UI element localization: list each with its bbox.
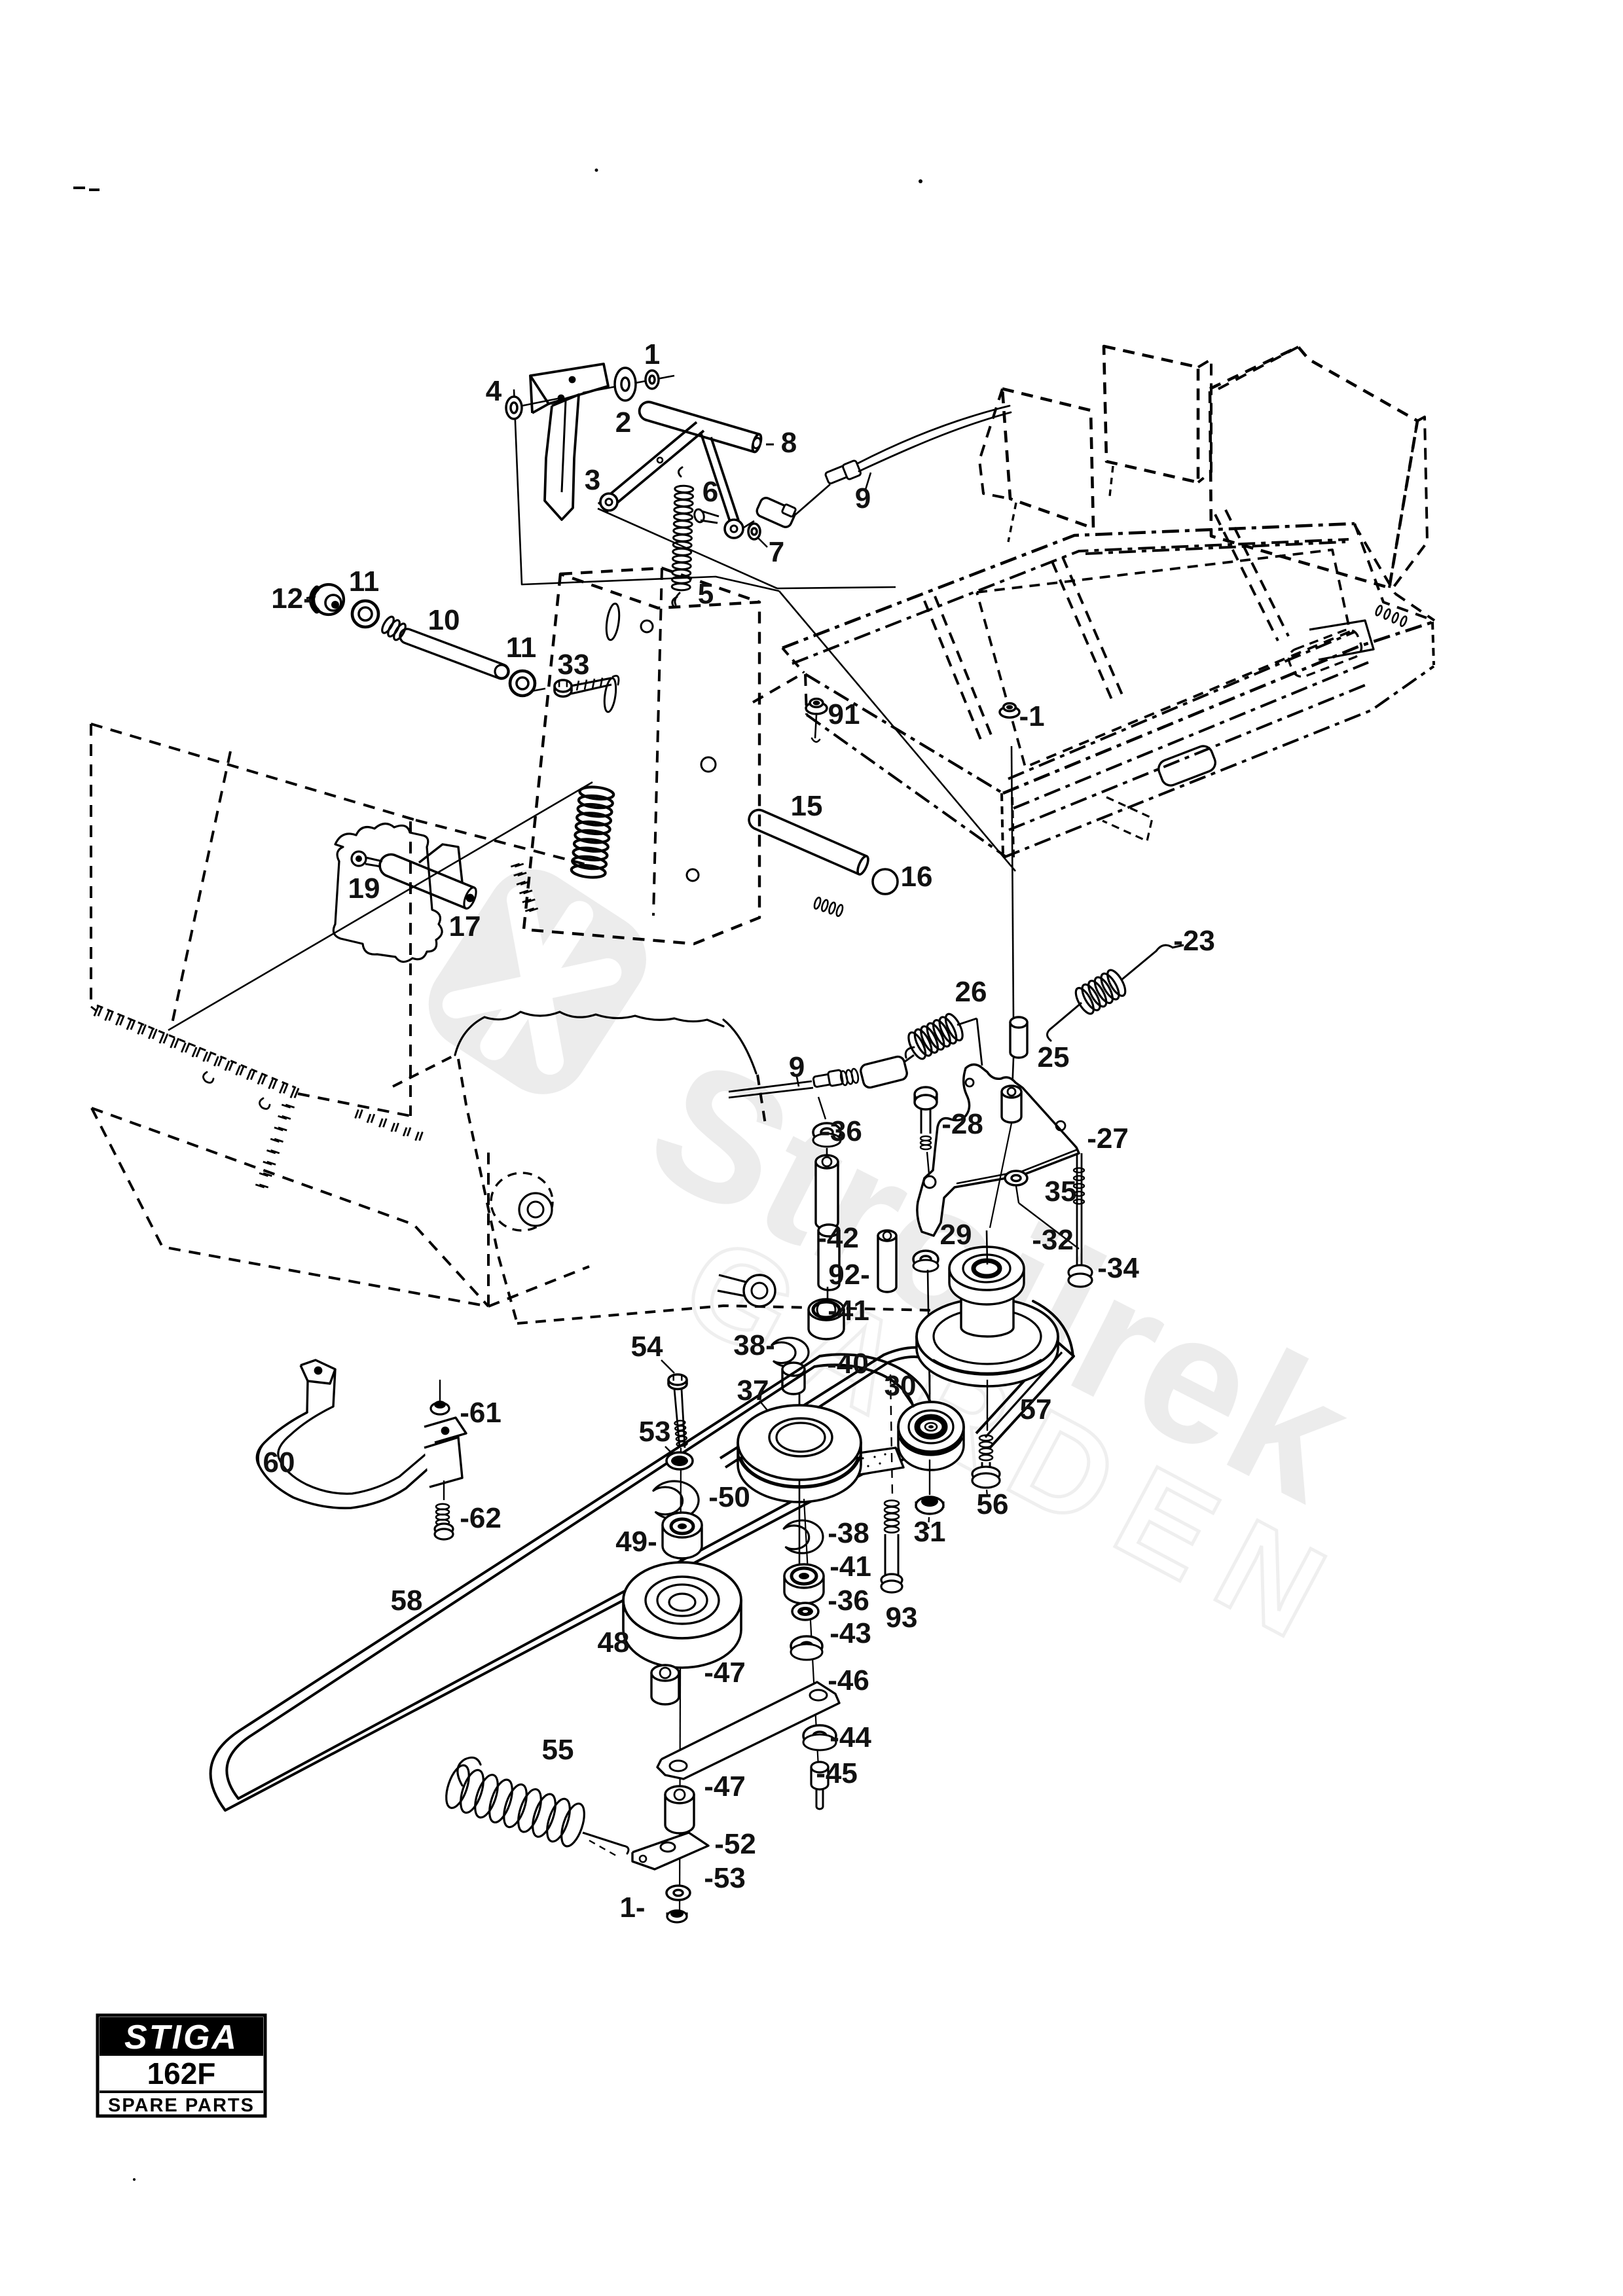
svg-text:1: 1	[644, 338, 660, 370]
svg-text:53: 53	[639, 1416, 671, 1448]
svg-text:91: 91	[828, 698, 860, 730]
svg-text:33: 33	[558, 649, 590, 681]
svg-text:35: 35	[1045, 1175, 1077, 1208]
svg-text:48: 48	[598, 1626, 630, 1659]
svg-text:2: 2	[615, 406, 631, 439]
svg-text:-1: -1	[1019, 700, 1044, 732]
svg-text:-43: -43	[830, 1617, 871, 1649]
svg-text:19: 19	[348, 872, 380, 905]
svg-text:9: 9	[789, 1051, 805, 1083]
svg-text:5: 5	[698, 578, 714, 610]
svg-text:6: 6	[702, 476, 718, 508]
svg-text:4: 4	[486, 375, 502, 407]
svg-text:-44: -44	[830, 1721, 871, 1753]
svg-text:162F: 162F	[147, 2056, 216, 2090]
svg-text:11: 11	[349, 565, 380, 598]
svg-text:-42: -42	[817, 1222, 859, 1254]
svg-text:-41: -41	[830, 1551, 871, 1583]
svg-text:3: 3	[585, 464, 600, 496]
svg-text:-28: -28	[941, 1108, 983, 1140]
svg-text:92-: 92-	[828, 1259, 870, 1291]
svg-text:93: 93	[886, 1602, 918, 1634]
svg-text:30: 30	[884, 1370, 917, 1402]
svg-text:-41: -41	[828, 1295, 869, 1327]
svg-text:37: 37	[737, 1374, 769, 1407]
svg-text:25: 25	[1038, 1041, 1070, 1073]
svg-text:16: 16	[901, 861, 933, 893]
svg-text:55: 55	[542, 1734, 574, 1766]
svg-text:-32: -32	[1032, 1224, 1074, 1256]
svg-text:11: 11	[506, 632, 537, 664]
svg-text:29: 29	[940, 1219, 972, 1251]
svg-text:-40: -40	[827, 1348, 869, 1380]
svg-text:-53: -53	[704, 1862, 746, 1894]
svg-text:7: 7	[769, 536, 784, 568]
svg-text:12-: 12-	[271, 583, 313, 615]
svg-text:57: 57	[1020, 1393, 1052, 1426]
svg-text:31: 31	[914, 1516, 946, 1548]
svg-text:49-: 49-	[615, 1526, 657, 1558]
svg-text:-23: -23	[1173, 925, 1215, 957]
svg-text:15: 15	[791, 790, 823, 822]
svg-text:38-: 38-	[733, 1329, 775, 1361]
svg-text:-45: -45	[816, 1757, 858, 1789]
svg-text:60: 60	[263, 1446, 295, 1479]
svg-text:-36: -36	[828, 1585, 869, 1617]
svg-text:26: 26	[955, 976, 987, 1008]
svg-text:-27: -27	[1087, 1122, 1129, 1155]
svg-text:8: 8	[781, 427, 797, 459]
svg-text:STIGA: STIGA	[124, 2018, 238, 2056]
svg-text:-62: -62	[460, 1502, 501, 1534]
svg-text:-61: -61	[460, 1397, 501, 1429]
svg-text:-38: -38	[828, 1517, 869, 1549]
svg-text:-47: -47	[704, 1657, 746, 1689]
svg-text:9: 9	[855, 482, 871, 514]
svg-text:-36: -36	[820, 1115, 862, 1147]
svg-text:-47: -47	[704, 1770, 746, 1803]
svg-text:58: 58	[391, 1585, 423, 1617]
svg-text:-52: -52	[714, 1828, 756, 1860]
svg-text:17: 17	[449, 910, 481, 942]
svg-text:10: 10	[428, 604, 460, 636]
svg-text:56: 56	[977, 1488, 1009, 1520]
svg-text:54: 54	[631, 1331, 663, 1363]
svg-text:-46: -46	[828, 1664, 869, 1696]
svg-text:SPARE PARTS: SPARE PARTS	[108, 2095, 255, 2116]
svg-text:1-: 1-	[619, 1892, 645, 1924]
svg-text:-34: -34	[1097, 1252, 1139, 1284]
svg-text:-50: -50	[708, 1481, 750, 1513]
